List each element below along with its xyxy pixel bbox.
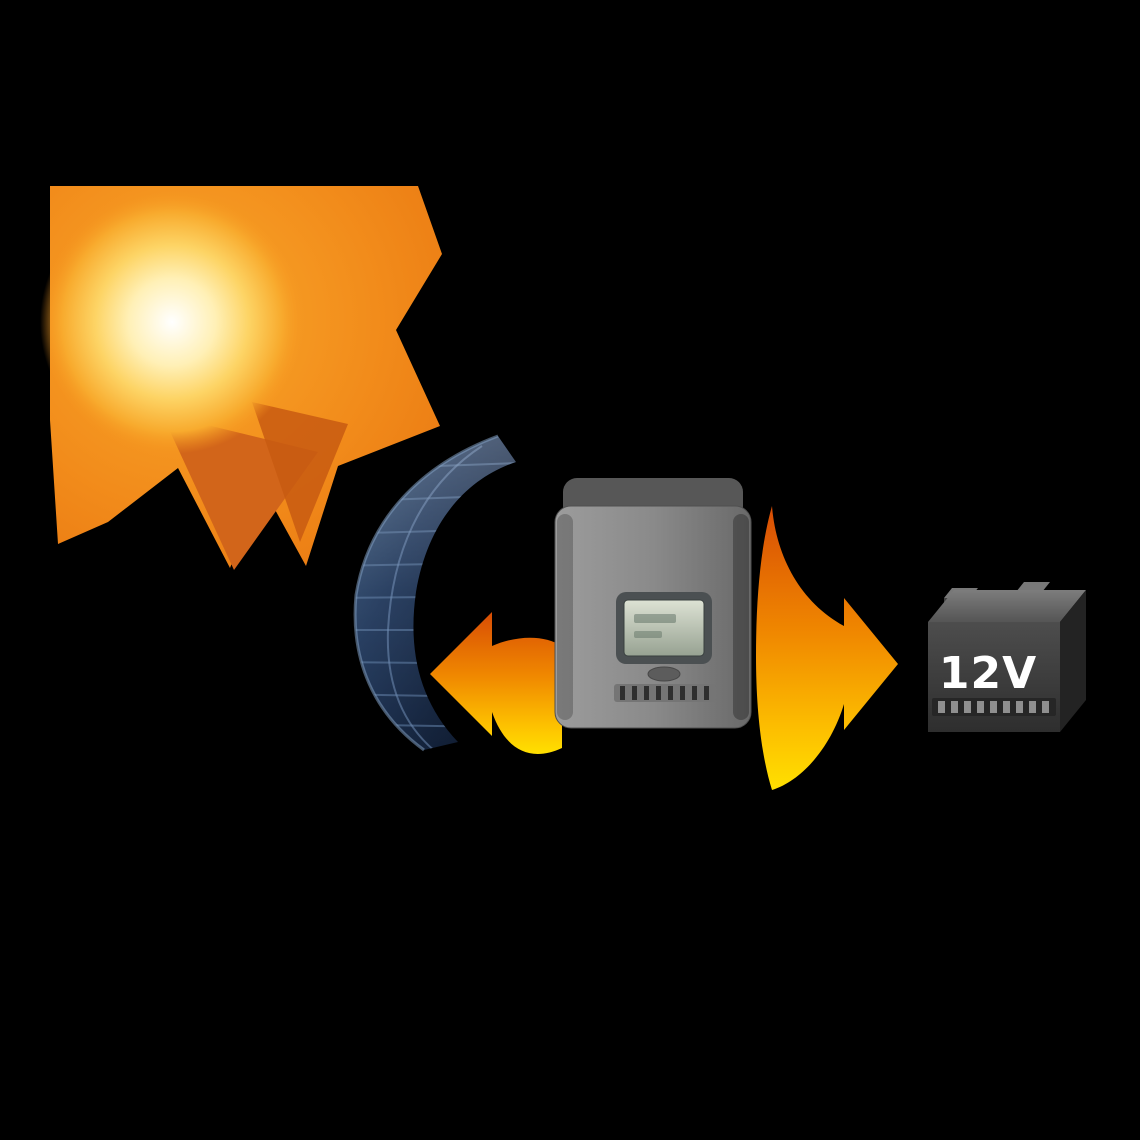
battery-label: 12V [939,648,1037,699]
solar-panel-edge-highlight [353,434,499,752]
energy-arrow-icon [430,612,562,754]
energy-arrow-2 [756,506,898,790]
controller-terminal-block [614,684,716,702]
energy-arrow-icon [756,506,898,790]
sun-core-glow [40,190,304,454]
controller-screen-readout-2 [634,631,662,638]
sun-ray-dark-2 [252,402,348,542]
charge-controller-icon [554,478,752,729]
controller-right-shade [733,514,749,720]
controller-left-shade [557,514,573,720]
battery-top-face [928,590,1086,622]
controller-screen [623,599,705,657]
battery-12v-icon: 12V [928,582,1086,732]
controller-terminals [620,686,709,700]
energy-arrow-1 [430,612,562,754]
controller-button [647,666,681,682]
sun-icon [40,186,442,570]
battery-vent-caps [938,701,1049,713]
controller-screen-readout [634,614,676,623]
battery-side-face [1060,590,1086,732]
